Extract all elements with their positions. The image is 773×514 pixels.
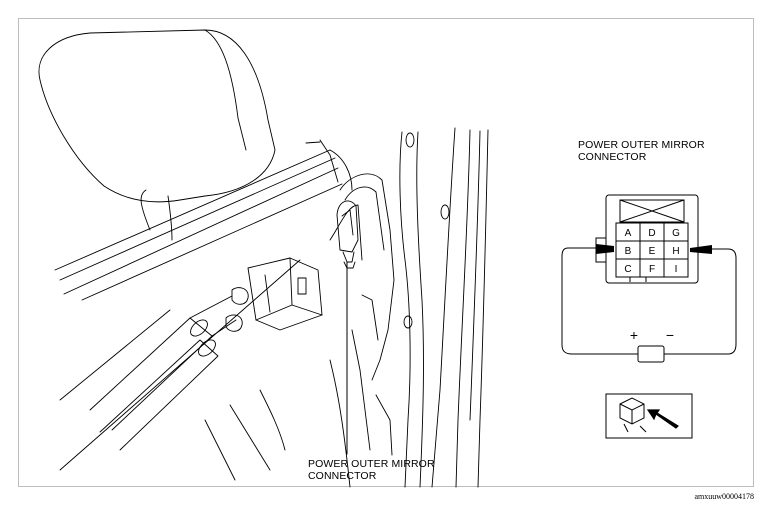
image-code: amxuuw00004178 [694, 492, 754, 501]
callout-bottom-line1: POWER OUTER MIRROR [308, 458, 435, 470]
probe-b-tip [596, 244, 614, 254]
pin-f: F [649, 264, 655, 275]
inner-door-bracket [329, 173, 395, 456]
callout-bottom-line2: CONNECTOR [308, 470, 377, 482]
view-arrow-icon [646, 409, 679, 429]
callout-bottom-label: POWER OUTER MIRROR CONNECTOR [308, 458, 435, 482]
window-regulator [225, 257, 323, 332]
meter-body [637, 345, 665, 363]
probe-wire [561, 247, 737, 355]
door-connector [336, 200, 359, 269]
pin-labels: A D G B E H C F I [624, 228, 680, 275]
pin-a: A [625, 228, 632, 239]
pin-d: D [648, 228, 655, 239]
callout-top-line1: POWER OUTER MIRROR [578, 139, 705, 151]
callout-top-label: POWER OUTER MIRROR CONNECTOR [578, 139, 705, 163]
pin-grid [615, 222, 689, 278]
pin-c: C [624, 264, 631, 275]
figure-frame [18, 18, 754, 487]
connector-lock-tab [619, 199, 685, 223]
regulator-rods [59, 295, 237, 451]
pin-h: H [672, 246, 679, 257]
view-direction-inset [605, 393, 693, 439]
meter-minus-label: − [666, 327, 674, 343]
connector-lock-cross [619, 199, 685, 223]
door-edge-panel [399, 127, 489, 488]
pin-b: B [625, 246, 632, 257]
pin-i: I [675, 264, 678, 275]
door-frame-lines [54, 139, 353, 301]
connector-schematic: A D G B E H C F I + − [561, 194, 737, 363]
pin-e: E [649, 246, 656, 257]
connector-thumbnail-icon [619, 397, 647, 433]
pin-g: G [672, 228, 680, 239]
lower-door-lines [59, 259, 351, 488]
meter-plus-label: + [630, 327, 638, 343]
callout-top-line2: CONNECTOR [578, 151, 647, 163]
probe-h-tip [690, 245, 712, 254]
outer-mirror-housing [38, 29, 276, 241]
